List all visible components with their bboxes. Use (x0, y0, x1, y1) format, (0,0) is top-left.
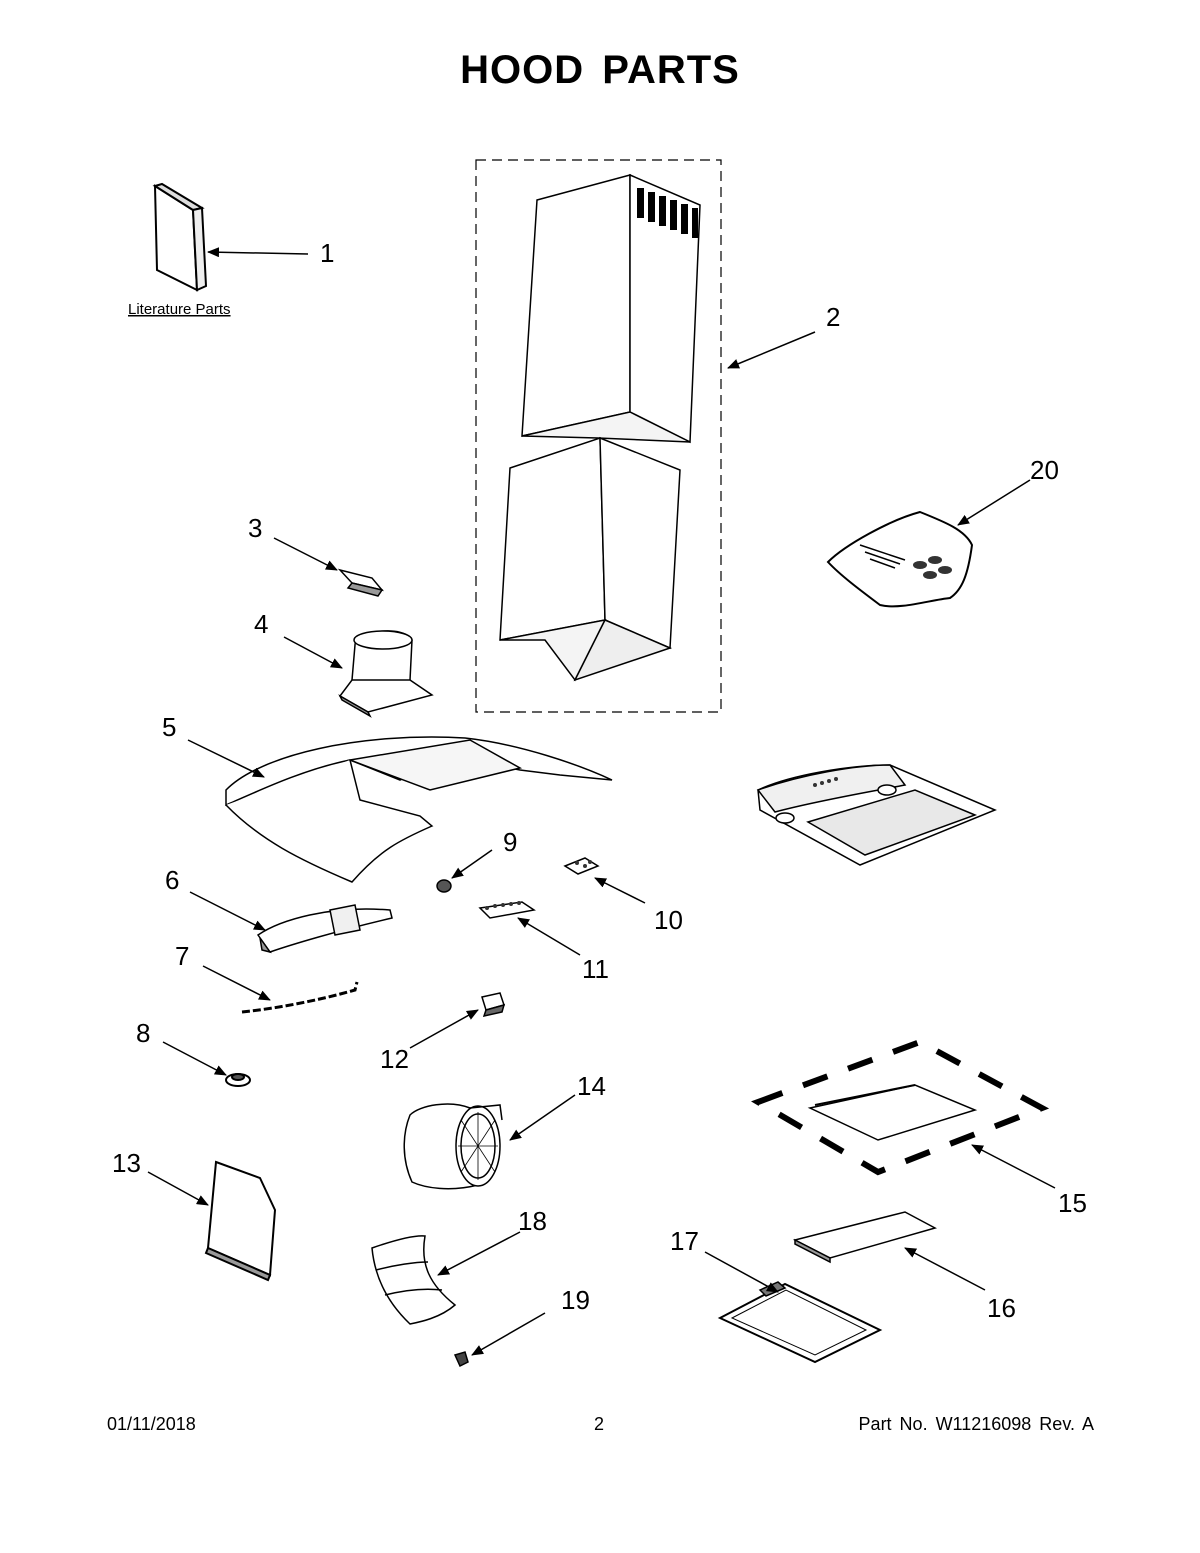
part-7-led-strip (241, 981, 359, 1014)
leader-line-8 (162, 1041, 227, 1076)
part-9-knob (436, 879, 452, 893)
part-18-curved-filter (371, 1235, 457, 1325)
callout-16: 16 (987, 1293, 1016, 1323)
callout-18: 18 (518, 1206, 547, 1236)
leader-line-4 (283, 636, 343, 669)
part-17-grease-filter (717, 1281, 883, 1364)
part-11-switch-block (478, 901, 536, 919)
leader-line-19 (471, 1312, 546, 1356)
part-15-filter-frame (751, 1038, 1050, 1176)
leader-line-5 (187, 739, 265, 778)
leader-line-6 (189, 891, 266, 931)
callout-1: 1 (320, 238, 334, 268)
part-5-glass-canopy (225, 736, 613, 883)
leader-line-3 (273, 537, 338, 571)
part-3-bracket (337, 568, 385, 597)
leader-line-18 (437, 1231, 521, 1276)
footer-page-number: 2 (594, 1414, 605, 1434)
callout-10: 10 (654, 905, 683, 935)
leader-line-20 (957, 479, 1031, 526)
callout-5: 5 (162, 712, 176, 742)
callout-2: 2 (826, 302, 840, 332)
leader-line-1 (207, 247, 309, 258)
callout-8: 8 (136, 1018, 150, 1048)
assembled-hood-illustration (756, 764, 997, 866)
part-14-blower-motor (403, 1103, 503, 1190)
callout-6: 6 (165, 865, 179, 895)
part-13-side-panel (204, 1160, 277, 1282)
part-2-chimney-cover (475, 159, 722, 713)
part-19-clip (453, 1351, 469, 1368)
callout-17: 17 (670, 1226, 699, 1256)
part-1-literature-booklet (152, 182, 208, 292)
leader-line-7 (202, 965, 271, 1001)
page-title: HOOD PARTS (460, 48, 740, 92)
leader-line-9 (451, 849, 493, 879)
leader-line-10 (594, 877, 646, 904)
part-8-lamp-socket (225, 1073, 251, 1087)
callout-11: 11 (582, 954, 609, 984)
callout-15: 15 (1058, 1188, 1087, 1218)
part-4-damper-transition (338, 630, 434, 718)
callout-20: 20 (1030, 455, 1059, 485)
callout-7: 7 (175, 941, 189, 971)
footer-part-number: Part No. W11216098 Rev. A (858, 1414, 1094, 1434)
leader-line-14 (509, 1094, 576, 1141)
part-12-connector (481, 992, 506, 1018)
leader-line-16 (904, 1247, 986, 1291)
part-16-charcoal-filter (792, 1211, 937, 1264)
callout-13: 13 (112, 1148, 141, 1178)
leader-line-11 (517, 917, 581, 956)
callout-19: 19 (561, 1285, 590, 1315)
leader-line-15 (971, 1144, 1056, 1189)
footer-date: 01/11/2018 (107, 1414, 196, 1434)
part-20-control-overlay (826, 510, 974, 608)
part-6-light-housing (256, 904, 393, 954)
literature-parts-label: Literature Parts (128, 301, 231, 318)
leader-line-12 (409, 1009, 479, 1049)
callout-14: 14 (577, 1071, 606, 1101)
leader-line-13 (147, 1171, 209, 1206)
callout-12: 12 (380, 1044, 409, 1074)
leader-line-17 (704, 1251, 779, 1293)
callout-4: 4 (254, 609, 268, 639)
leader-line-2 (727, 331, 816, 369)
callout-9: 9 (503, 827, 517, 857)
part-10-control-board (563, 857, 600, 875)
callout-3: 3 (248, 513, 262, 543)
